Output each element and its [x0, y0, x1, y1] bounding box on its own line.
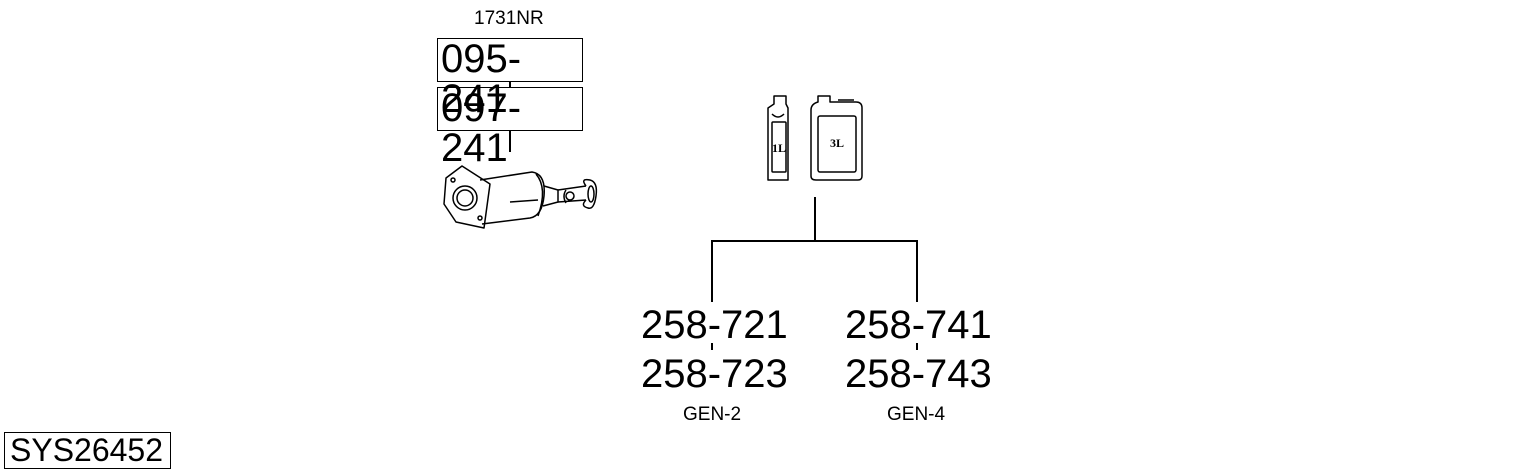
- part-number-258-723[interactable]: 258-723: [641, 352, 788, 396]
- connector-line: [916, 343, 918, 350]
- connector-line: [711, 343, 713, 350]
- part-number-258-721[interactable]: 258-721: [641, 303, 788, 347]
- connector-line: [509, 131, 511, 152]
- generation-label: GEN-4: [887, 404, 946, 425]
- connector-line: [509, 82, 511, 87]
- particulate-filter-icon[interactable]: [440, 160, 602, 232]
- system-id-label: SYS26452: [4, 432, 171, 469]
- tree-branch-line: [711, 240, 917, 242]
- small-bottle-label: 1L: [772, 141, 786, 155]
- generation-label: GEN-2: [683, 404, 742, 425]
- small-bottle-icon[interactable]: 1L: [764, 94, 810, 182]
- part-number-258-741[interactable]: 258-741: [845, 303, 992, 347]
- part-number-097-241[interactable]: 097-241: [437, 87, 583, 168]
- tree-left-line: [711, 240, 713, 302]
- part-number-258-743[interactable]: 258-743: [845, 352, 992, 396]
- dpf-code-label: 1731NR: [474, 8, 544, 29]
- large-canister-icon[interactable]: 3L: [808, 92, 864, 182]
- part-number-095-241[interactable]: 095-241: [437, 38, 583, 119]
- tree-right-line: [916, 240, 918, 302]
- tree-trunk-line: [814, 197, 816, 241]
- large-canister-label: 3L: [830, 136, 844, 150]
